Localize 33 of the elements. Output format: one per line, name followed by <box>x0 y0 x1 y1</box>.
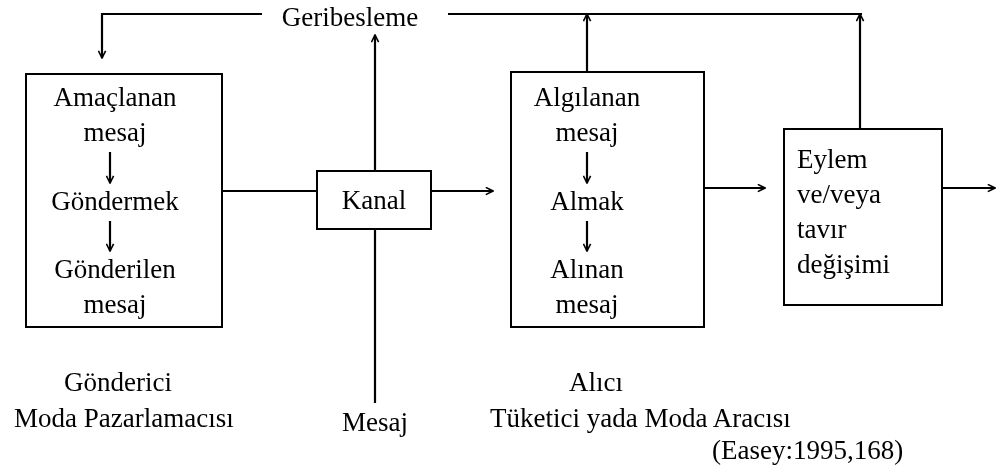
process-box <box>783 128 943 306</box>
arrow <box>582 221 592 252</box>
arrow <box>943 183 996 193</box>
box-label: Kanal <box>340 183 408 217</box>
process-box <box>316 170 432 230</box>
arrow <box>105 152 115 184</box>
step-label: Algılanan mesaj <box>512 80 662 150</box>
process-box <box>25 73 223 328</box>
step-label: Alınan mesaj <box>522 252 652 322</box>
source-note: (Easey:1995,168) <box>712 434 904 466</box>
node-label: Moda Pazarlamacısı <box>14 402 234 434</box>
arrow <box>97 12 262 59</box>
arrow <box>370 34 380 170</box>
step-label: Almak <box>512 184 662 219</box>
message-label: Mesaj <box>335 405 415 437</box>
step-label: Amaçlanan mesaj <box>40 80 190 150</box>
node-label: Gönderici <box>64 366 172 398</box>
arrow <box>582 13 592 71</box>
node-label: Alıcı <box>569 366 623 398</box>
feedback-label: Geribesleme <box>272 0 428 32</box>
connector-line <box>448 12 862 16</box>
box-label: Eylem ve/veya tavır değişimi <box>797 143 891 281</box>
node-label: Tüketici yada Moda Aracısı <box>490 402 791 434</box>
step-label: Gönderilen mesaj <box>40 252 190 322</box>
arrow <box>582 152 592 184</box>
arrow <box>105 221 115 252</box>
connector-line <box>373 230 377 403</box>
connector-line <box>223 189 316 193</box>
step-label: Göndermek <box>40 184 190 219</box>
process-box <box>510 71 705 328</box>
arrow <box>705 183 766 193</box>
arrow <box>855 13 865 128</box>
arrow <box>432 186 494 196</box>
